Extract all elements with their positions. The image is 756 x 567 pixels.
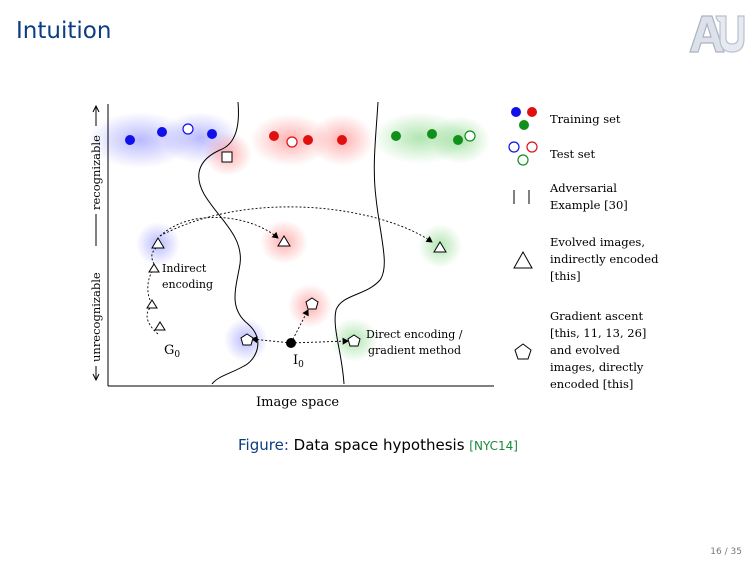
- x-axis-label: Image space: [256, 395, 339, 410]
- page-number: 16 / 35: [710, 547, 742, 557]
- direct-encoding-label: Direct encoding / gradient method: [366, 328, 466, 357]
- i0-label: I0: [293, 353, 304, 370]
- university-logo: [689, 15, 745, 53]
- direct-encoding-arrows: [251, 309, 349, 345]
- evolved-triangles: [146, 235, 447, 331]
- class-boundaries: [198, 101, 385, 385]
- y-axis-label-unrecognizable: unrecognizable: [89, 272, 103, 362]
- legend-evolved-symbol: [513, 250, 533, 269]
- slide-title: Intuition: [16, 18, 112, 44]
- citation-link[interactable]: [NYC14]: [469, 439, 518, 453]
- caption-label: Figure:: [238, 436, 289, 454]
- axes: [92, 104, 494, 387]
- data-space-diagram: recognizable unrecognizable Image space: [88, 101, 659, 410]
- gradient-pentagons: [240, 297, 361, 347]
- training-points: [125, 127, 463, 145]
- legend-training-symbol: [511, 107, 537, 130]
- class-clouds: [88, 112, 490, 362]
- legend-label-evolved: Evolved images,indirectly encoded[this]: [550, 235, 659, 283]
- test-points: [182, 123, 476, 148]
- legend-label-training: Training set: [550, 112, 621, 126]
- y-axis-label-recognizable: recognizable: [89, 135, 103, 210]
- legend-test-symbol: [508, 141, 538, 166]
- legend-label-gradient: Gradient ascent[this, 11, 13, 26]and evo…: [550, 309, 646, 391]
- legend-gradient-symbol: [514, 343, 532, 360]
- indirect-encoding-label: Indirect encoding: [162, 262, 213, 291]
- indirect-encoding-arrows: [146, 206, 433, 335]
- figure-caption: Figure: Data space hypothesis [NYC14]: [0, 436, 756, 454]
- adversarial-example-marker: [221, 151, 233, 163]
- legend-label-test: Test set: [550, 147, 595, 161]
- caption-text: Data space hypothesis: [293, 436, 465, 454]
- g0-label: G0: [164, 343, 180, 360]
- legend-adversarial-symbol: [513, 190, 530, 204]
